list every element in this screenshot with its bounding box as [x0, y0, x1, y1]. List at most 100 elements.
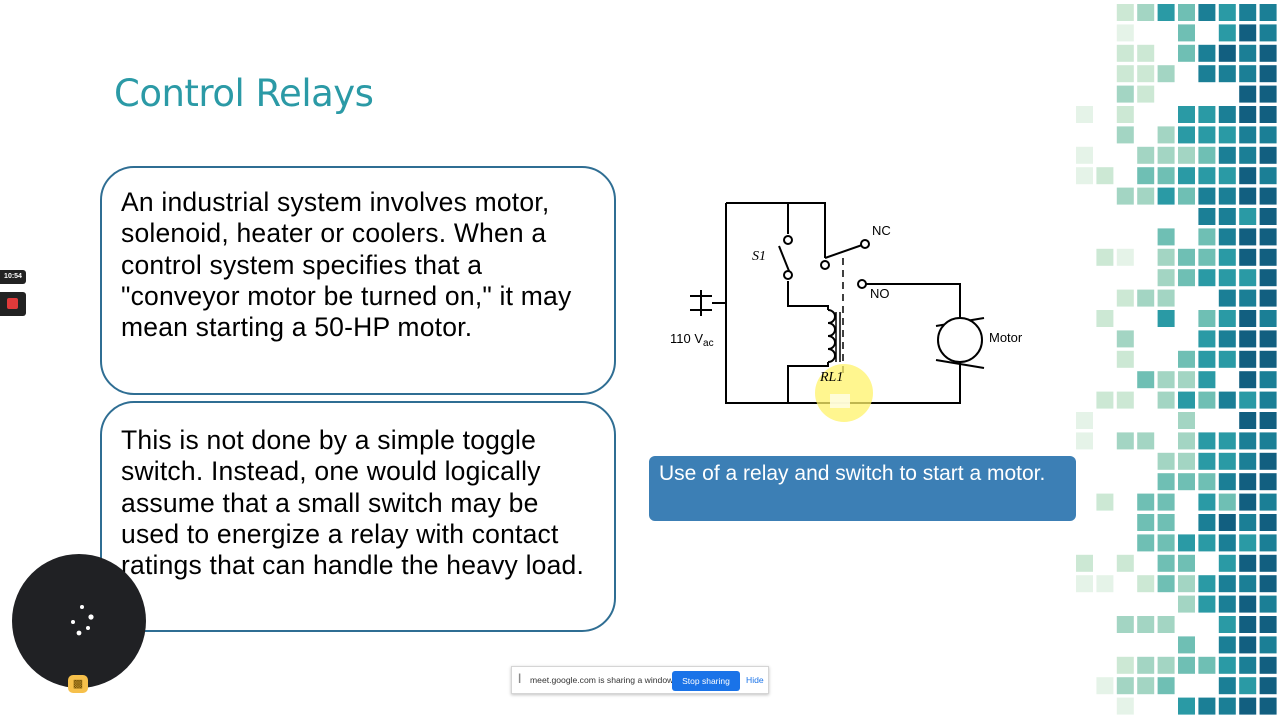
drag-handle-icon[interactable]: || [518, 673, 522, 684]
mosaic-tile [1259, 534, 1277, 552]
label-source-sub: ac [703, 338, 714, 349]
mosaic-tile [1239, 248, 1257, 266]
mosaic-tile [1178, 656, 1195, 674]
mosaic-tile [1198, 514, 1216, 531]
mosaic-tile [1137, 432, 1155, 450]
explanation-text: This is not done by a simple toggle swit… [121, 425, 585, 581]
mosaic-tile [1218, 228, 1236, 246]
mosaic-tile [1259, 289, 1277, 307]
label-nc: NC [872, 223, 891, 238]
mosaic-tile [1218, 656, 1236, 674]
mosaic-tile [1178, 24, 1195, 42]
mosaic-tile [1157, 514, 1175, 531]
mosaic-tile [1116, 248, 1134, 266]
mosaic-tile [1239, 350, 1257, 368]
explanation-text-box: This is not done by a simple toggle swit… [100, 401, 616, 632]
mosaic-tile [1116, 65, 1134, 83]
mosaic-tile [1259, 412, 1277, 429]
share-message: meet.google.com is sharing a window. [530, 675, 676, 685]
mosaic-tile [1157, 371, 1175, 389]
mosaic-tile [1218, 269, 1236, 287]
mosaic-tile [1239, 616, 1257, 633]
mosaic-tile [1137, 575, 1155, 593]
mosaic-tile [1137, 656, 1155, 674]
mosaic-tile [1198, 452, 1216, 470]
mosaic-tile [1076, 412, 1093, 429]
mosaic-tile [1239, 391, 1257, 409]
pointer-highlight [815, 364, 873, 422]
mosaic-tile [1239, 106, 1257, 123]
mosaic-tile [1239, 146, 1257, 164]
mosaic-tile [1137, 146, 1155, 164]
mosaic-tile [1178, 534, 1195, 552]
stop-sharing-button[interactable]: Stop sharing [672, 671, 740, 691]
mosaic-tile [1178, 248, 1195, 266]
mosaic-tile [1239, 493, 1257, 511]
mosaic-tile [1239, 85, 1257, 103]
mosaic-tile [1157, 310, 1175, 327]
mosaic-tile [1218, 106, 1236, 123]
mosaic-tile [1198, 575, 1216, 593]
mosaic-tile [1239, 412, 1257, 429]
loading-spinner-icon [71, 605, 94, 636]
mosaic-tile [1198, 126, 1216, 144]
mosaic-tile [1239, 44, 1257, 62]
mosaic-tile [1116, 187, 1134, 205]
mosaic-tile [1157, 452, 1175, 470]
mosaic-tile [1239, 534, 1257, 552]
mosaic-tile [1239, 554, 1257, 572]
mosaic-tile [1239, 187, 1257, 205]
mosaic-tile [1218, 636, 1236, 654]
gift-icon[interactable]: ▩ [68, 675, 88, 693]
mosaic-tile [1218, 330, 1236, 348]
stop-recording-icon[interactable] [0, 292, 26, 316]
mosaic-tile [1198, 371, 1216, 389]
mosaic-tile [1218, 167, 1236, 185]
mosaic-tile [1239, 575, 1257, 593]
mosaic-tile [1137, 44, 1155, 62]
mosaic-tile [1218, 350, 1236, 368]
mosaic-tile [1096, 391, 1114, 409]
mosaic-tile [1218, 473, 1236, 491]
mosaic-tile [1178, 575, 1195, 593]
mosaic-tile [1259, 656, 1277, 674]
mosaic-tile [1157, 187, 1175, 205]
mosaic-tile [1218, 432, 1236, 450]
mosaic-tile [1116, 350, 1134, 368]
mosaic-tile [1218, 534, 1236, 552]
mosaic-tile [1157, 248, 1175, 266]
mosaic-tile [1178, 106, 1195, 123]
mosaic-tile [1239, 514, 1257, 531]
mosaic-tile [1157, 228, 1175, 246]
mosaic-tile [1198, 269, 1216, 287]
mosaic-tile [1137, 371, 1155, 389]
mosaic-tile [1116, 24, 1134, 42]
mosaic-tile [1157, 677, 1175, 695]
mosaic-tile [1259, 371, 1277, 389]
mosaic-tile [1259, 208, 1277, 225]
mosaic-tile [1198, 534, 1216, 552]
mosaic-tile [1259, 330, 1277, 348]
hide-button[interactable]: Hide [746, 675, 764, 685]
mosaic-tile [1239, 289, 1257, 307]
mosaic-tile [1137, 514, 1155, 531]
mosaic-tile [1198, 228, 1216, 246]
mosaic-tile [1157, 269, 1175, 287]
mosaic-tile [1116, 697, 1134, 715]
presenter-bubble[interactable] [12, 554, 146, 688]
mosaic-tile [1178, 452, 1195, 470]
mosaic-tile [1218, 452, 1236, 470]
mosaic-tile [1116, 106, 1134, 123]
mosaic-tile [1178, 146, 1195, 164]
mosaic-tile [1259, 187, 1277, 205]
mosaic-tile [1259, 44, 1277, 62]
mosaic-tile [1218, 554, 1236, 572]
relay-circuit-diagram: S1 NC NO 110 Vac Motor RL1 [670, 202, 1023, 422]
mosaic-tile [1259, 636, 1277, 654]
mosaic-tile [1218, 44, 1236, 62]
mosaic-tile [1116, 289, 1134, 307]
mosaic-tile [1157, 146, 1175, 164]
mosaic-tile [1218, 126, 1236, 144]
mosaic-tile [1157, 575, 1175, 593]
mosaic-tile [1198, 167, 1216, 185]
